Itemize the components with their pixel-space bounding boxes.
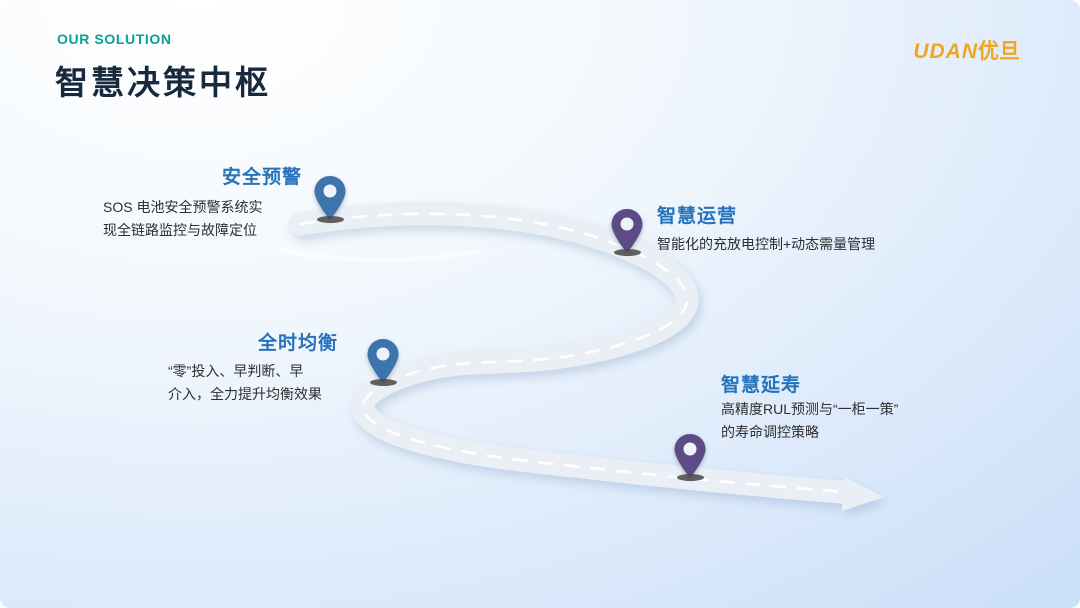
milestone-desc-smart-operation: 智能化的充放电控制+动态需量管理 [657, 236, 876, 252]
page-title: 智慧决策中枢 [55, 64, 271, 101]
road-arrowhead-icon [842, 477, 884, 511]
milestone-title-safety-warning: 安全预警 [222, 167, 303, 188]
map-pin-icon [674, 434, 706, 478]
brand-logo: UDAN优旦 [913, 35, 1020, 65]
pin-ground-shadow [676, 474, 704, 481]
road-highlight-streak [279, 247, 481, 263]
map-pin-icon [611, 209, 643, 253]
eyebrow-label: OUR SOLUTION [57, 31, 172, 47]
milestone-title-all-time-balancing: 全时均衡 [258, 333, 339, 354]
pin-ground-shadow [613, 249, 641, 256]
pin-ground-shadow [369, 379, 397, 386]
milestone-title-smart-life-extension: 智慧延寿 [721, 375, 802, 396]
milestone-desc-safety-warning: SOS 电池安全预警系统实 现全链路监控与故障定位 [103, 199, 263, 238]
map-pin-icon [367, 339, 399, 383]
map-pin-all-time-balancing [366, 338, 400, 386]
milestone-title-smart-operation: 智慧运营 [657, 206, 738, 227]
milestone-desc-smart-life-extension: 高精度RUL预测与“一柜一策” 的寿命调控策略 [721, 401, 899, 440]
map-pin-smart-operation [610, 208, 644, 256]
road-body [288, 202, 884, 511]
pin-ground-shadow [316, 216, 344, 223]
milestone-desc-all-time-balancing: “零”投入、早判断、早 介入，全力提升均衡效果 [168, 363, 322, 402]
brand-logo-latin: UDAN [913, 40, 978, 63]
map-pin-smart-life-extension [673, 433, 707, 481]
brand-logo-cjk: 优旦 [978, 40, 1020, 63]
map-pin-icon [314, 176, 346, 220]
map-pin-safety-warning [313, 175, 347, 223]
